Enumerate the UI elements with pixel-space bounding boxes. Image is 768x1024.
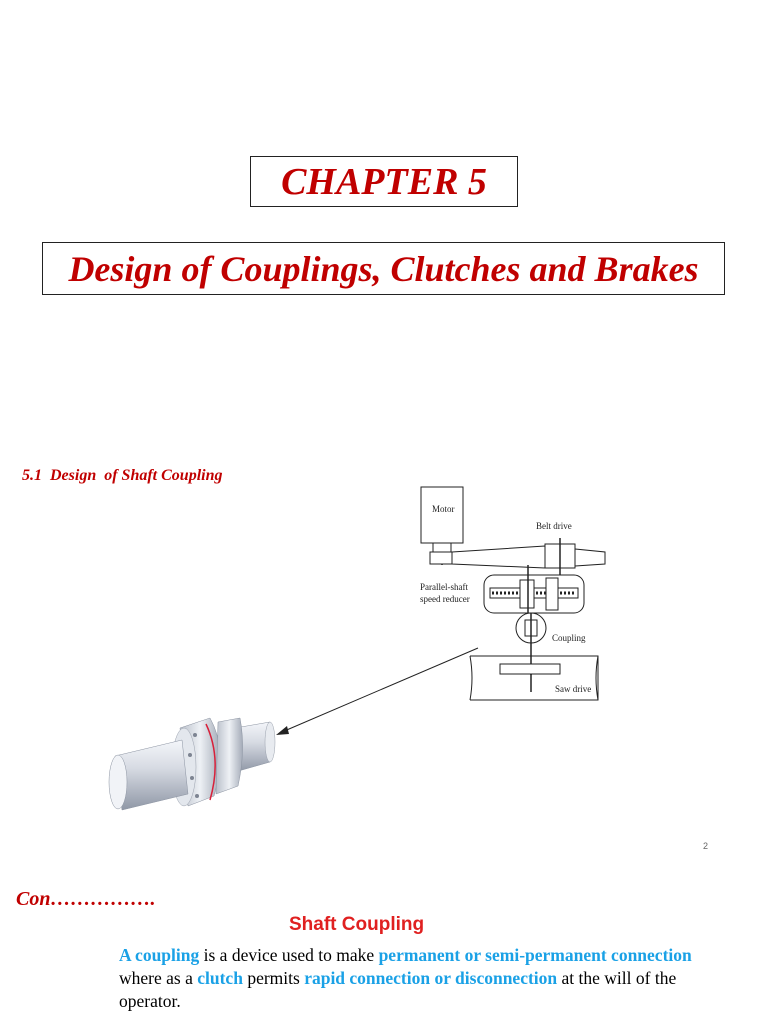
motor-block: Motor — [420, 486, 464, 565]
speed-reducer: Parallel-shaft speed reducer — [420, 565, 585, 620]
term-clutch: clutch — [197, 968, 243, 988]
reducer-label-line1: Parallel-shaft — [420, 582, 468, 592]
chapter-subtitle-box: Design of Couplings, Clutches and Brakes — [42, 242, 725, 295]
chapter-subtitle: Design of Couplings, Clutches and Brakes — [68, 248, 699, 289]
coupling-3d-render — [108, 717, 276, 811]
continuation-heading: Con……………. — [16, 888, 156, 910]
definition-text-2: where as a — [119, 968, 198, 988]
term-permanent-connection: permanent or semi-permanent connection — [378, 945, 692, 965]
term-rapid-connection: rapid connection or disconnection — [304, 968, 558, 988]
shaft-coupling-title: Shaft Coupling — [289, 914, 425, 935]
coupling-label: Coupling — [552, 633, 586, 643]
motor-label: Motor — [432, 504, 455, 514]
definition-text-4: at the will of the operator. — [119, 968, 677, 1011]
belt-drive-label: Belt drive — [536, 521, 572, 531]
coupling-diagram: Motor Belt drive Parallel-shaft speed re… — [108, 486, 606, 811]
chapter-label: CHAPTER 5 — [281, 160, 487, 203]
coupling-definition: A coupling is a device used to make perm… — [119, 944, 719, 1013]
section-heading: 5.1 Design of Shaft Coupling — [22, 467, 223, 484]
definition-text-1: is a device used to make — [199, 945, 379, 965]
belt-drive: Belt drive — [429, 521, 606, 576]
saw-drive: Saw drive — [469, 655, 599, 701]
coupling-detail: Coupling — [515, 612, 586, 675]
page-number: 2 — [703, 841, 709, 851]
saw-drive-label: Saw drive — [555, 684, 591, 694]
definition-text-3: permits — [242, 968, 305, 988]
term-coupling: A coupling — [119, 945, 200, 965]
pointer-arrow — [276, 647, 479, 735]
chapter-title-box: CHAPTER 5 — [250, 156, 518, 207]
reducer-label-line2: speed reducer — [420, 594, 470, 604]
